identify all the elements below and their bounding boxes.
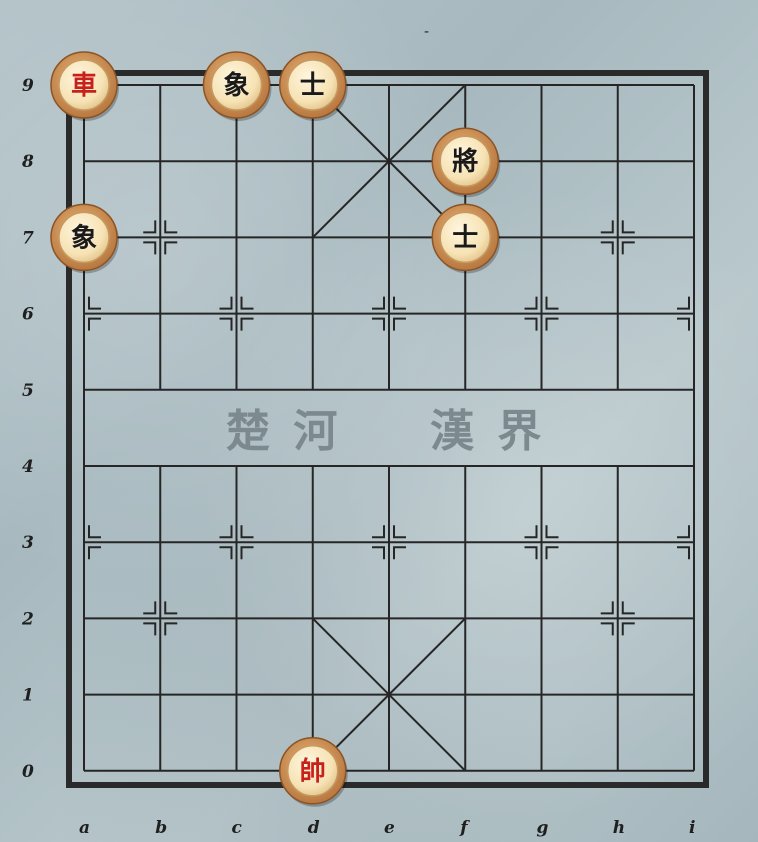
piece-char: 象	[71, 222, 97, 253]
file-label: b	[155, 818, 167, 838]
position-marker	[143, 242, 155, 254]
piece-char: 車	[71, 71, 97, 101]
file-label: c	[232, 818, 243, 838]
file-label: g	[537, 818, 549, 838]
position-marker	[143, 220, 155, 232]
position-marker	[89, 525, 101, 537]
position-marker	[525, 547, 537, 559]
position-marker	[372, 297, 384, 309]
river-label-left: 楚 河	[226, 406, 341, 457]
rank-label: 4	[22, 457, 34, 477]
top-mark: -	[424, 24, 429, 40]
position-marker	[220, 547, 232, 559]
position-marker	[89, 297, 101, 309]
position-marker	[601, 601, 613, 613]
rank-label: 5	[22, 381, 34, 401]
file-labels: a b c d e f g h i	[79, 818, 695, 838]
piece-elephant-black[interactable]: 象	[51, 204, 119, 273]
board-outer-frame	[69, 73, 706, 785]
position-marker	[220, 319, 232, 331]
piece-rook-red[interactable]: 車	[51, 52, 119, 121]
position-marker	[242, 319, 254, 331]
position-marker	[372, 319, 384, 331]
position-marker	[394, 319, 406, 331]
rank-label: 8	[21, 152, 34, 172]
file-label: f	[459, 818, 470, 838]
file-label: d	[308, 818, 320, 838]
rank-label: 9	[22, 76, 34, 96]
position-marker	[242, 547, 254, 559]
piece-char: 將	[452, 147, 478, 177]
position-marker	[394, 525, 406, 537]
position-marker	[677, 547, 689, 559]
position-marker	[677, 319, 689, 331]
position-marker	[623, 623, 635, 635]
position-marker	[143, 623, 155, 635]
position-marker	[623, 242, 635, 254]
position-marker	[143, 601, 155, 613]
position-marker	[547, 319, 559, 331]
rank-label: 7	[22, 228, 34, 248]
piece-general-black[interactable]: 將	[432, 128, 500, 197]
position-marker	[372, 547, 384, 559]
position-marker	[165, 220, 177, 232]
rank-label: 0	[22, 762, 34, 782]
position-marker	[547, 525, 559, 537]
position-marker	[89, 319, 101, 331]
file-label: h	[613, 818, 625, 838]
piece-general-red[interactable]: 帥	[280, 738, 348, 807]
rank-label: 2	[21, 609, 34, 629]
position-marker	[220, 525, 232, 537]
position-marker	[372, 525, 384, 537]
board-grid	[84, 85, 694, 771]
position-marker	[242, 297, 254, 309]
file-label: i	[689, 818, 695, 838]
position-marker	[677, 297, 689, 309]
file-label: e	[384, 818, 395, 838]
rank-labels: 0 1 2 3 4 5 6 7 8 9	[21, 76, 34, 782]
position-marker	[165, 601, 177, 613]
piece-char: 象	[223, 70, 249, 101]
position-marker	[547, 547, 559, 559]
position-marker	[623, 220, 635, 232]
position-marker	[220, 297, 232, 309]
position-marker	[89, 547, 101, 559]
river-label-right: 漢 界	[430, 406, 545, 457]
position-marker	[677, 525, 689, 537]
rank-label: 3	[22, 533, 34, 553]
position-marker	[394, 297, 406, 309]
position-marker	[623, 601, 635, 613]
piece-char: 士	[452, 223, 478, 253]
position-marker	[601, 623, 613, 635]
position-marker	[525, 319, 537, 331]
position-marker	[547, 297, 559, 309]
piece-char: 帥	[300, 757, 326, 787]
position-marker	[525, 525, 537, 537]
position-marker	[165, 242, 177, 254]
position-marker	[242, 525, 254, 537]
position-marker	[165, 623, 177, 635]
rank-label: 6	[22, 305, 34, 325]
piece-advisor-black[interactable]: 士	[280, 52, 348, 121]
position-marker	[525, 297, 537, 309]
rank-label: 1	[22, 686, 34, 706]
piece-advisor-black[interactable]: 士	[432, 204, 500, 273]
position-marker	[601, 242, 613, 254]
position-marker	[394, 547, 406, 559]
piece-elephant-black[interactable]: 象	[204, 52, 272, 121]
position-marker	[601, 220, 613, 232]
file-label: a	[79, 818, 90, 838]
piece-char: 士	[300, 71, 326, 101]
